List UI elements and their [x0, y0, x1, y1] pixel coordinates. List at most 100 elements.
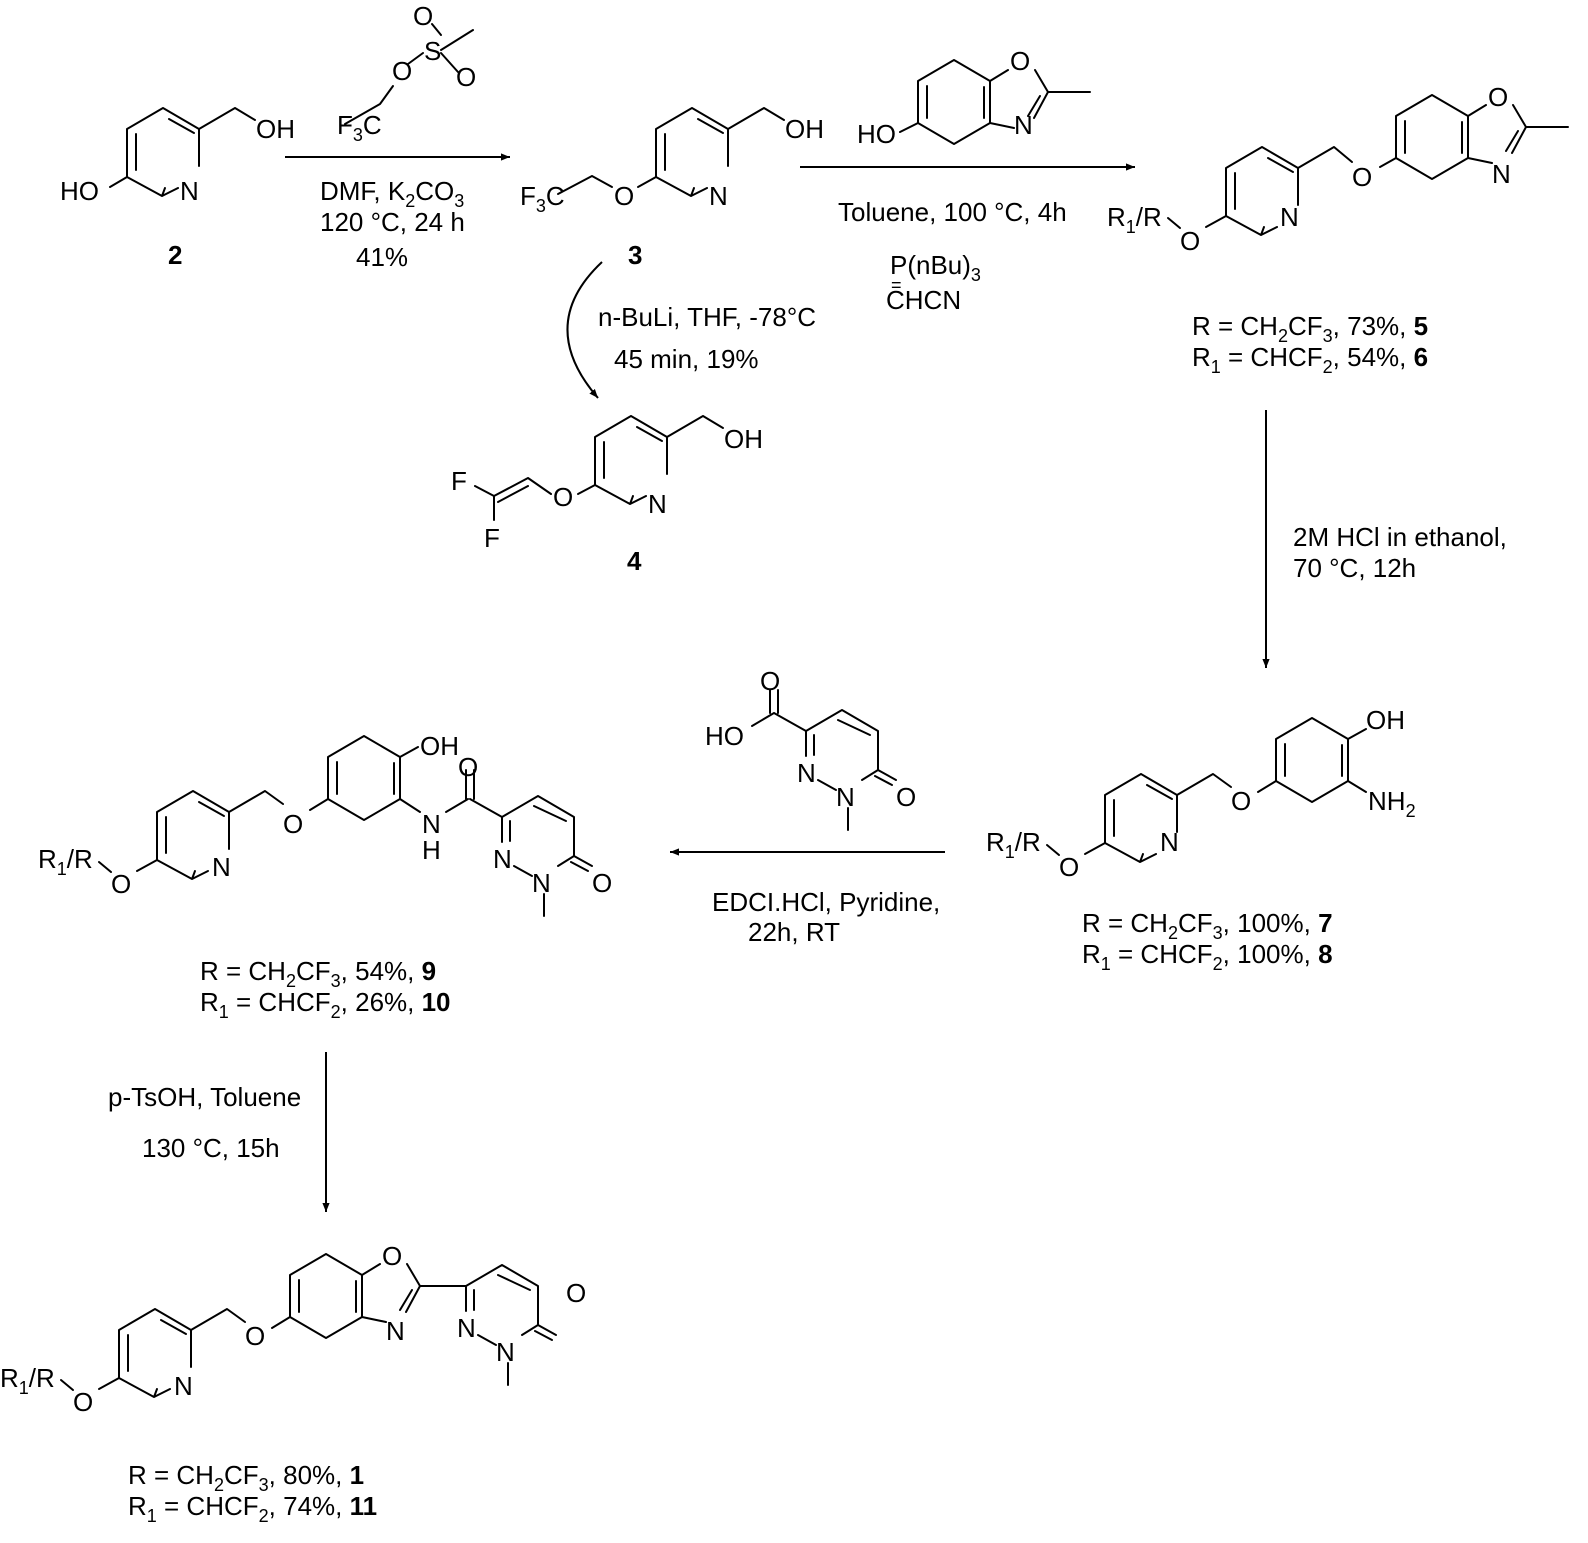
compound-number-2: 2 [168, 240, 182, 270]
compound-2: HO N OH 2 [60, 107, 295, 270]
compound-3: F3C O N OH 3 [520, 107, 824, 270]
step5-conditions: EDCI.HCl, Pyridine, 22h, RT [712, 887, 940, 947]
yield-1: R = CH2CF3, 80%, 1 [128, 1460, 364, 1495]
r-group-label: R1/R [0, 1363, 55, 1398]
yields-1-11: R = CH2CF3, 80%, 1 R1 = CHCF2, 74%, 11 [128, 1460, 377, 1526]
phosphorane-ylide-label: CHCN [886, 285, 961, 315]
linker-oxygen-label: O [1231, 786, 1251, 816]
mesyl-oxo-label-1: O [413, 1, 433, 31]
pyridazinone-oxo-label: O [592, 868, 612, 898]
amide-h-label: H [422, 835, 441, 865]
compound-7-8: R1/R O N O OH NH2 [986, 705, 1416, 882]
compound-9-10: R1/R O N O OH N H O N N O [38, 731, 612, 917]
ether-oxygen-label: O [111, 869, 131, 899]
compound-5-6: R1/R O N O O N [1107, 82, 1569, 256]
step3-curved-arrow [566, 261, 603, 399]
acid-hydroxy-label: HO [705, 721, 744, 751]
step4-line2: 70 °C, 12h [1293, 553, 1416, 583]
yields-9-10: R = CH2CF3, 54%, 9 R1 = CHCF2, 26%, 10 [200, 956, 451, 1022]
pyridazine-n1-label: N [493, 844, 512, 874]
pyridazine-n1-label: N [457, 1313, 476, 1343]
ether-oxygen-label: O [1059, 852, 1079, 882]
phenol-oh-label: OH [1366, 705, 1405, 735]
sulfur-label: S [424, 36, 441, 66]
hydroxymethyl-label: OH [256, 114, 295, 144]
linker-oxygen-label: O [283, 809, 303, 839]
r-group-label: R1/R [38, 844, 93, 879]
ether-oxygen-label: O [614, 181, 634, 211]
trifluoromethyl-label: F3C [337, 110, 382, 145]
pyridine-n-label: N [1160, 827, 1179, 857]
r-group-label: R1/R [1107, 202, 1162, 237]
hydroxymethyl-label: OH [785, 114, 824, 144]
compound-1-11: R1/R O N O O N N N O [0, 1241, 586, 1417]
yield-8: R1 = CHCF2, 100%, 8 [1082, 939, 1333, 974]
pyridazinone-oxo-label: O [566, 1278, 586, 1308]
step4-conditions: 2M HCl in ethanol, 70 °C, 12h [1293, 522, 1507, 583]
step5-line2: 22h, RT [748, 917, 840, 947]
step6-line2: 130 °C, 15h [142, 1133, 280, 1163]
pyridine-n-label: N [212, 852, 231, 882]
amide-n-label: N [422, 809, 441, 839]
step2-line1: Toluene, 100 °C, 4h [838, 197, 1067, 227]
amine-label: NH2 [1368, 786, 1416, 821]
pyridazine-n2-label: N [496, 1337, 515, 1367]
yields-5-6: R = CH2CF3, 73%, 5 R1 = CHCF2, 54%, 6 [1192, 311, 1428, 377]
acid-carbonyl-o-label: O [760, 666, 780, 696]
pyridazine-n1-label: N [797, 758, 816, 788]
step5-line1: EDCI.HCl, Pyridine, [712, 887, 940, 917]
step3-line2: 45 min, 19% [614, 344, 759, 374]
phosphorane-double-bond: = [891, 275, 902, 295]
pyridine-n-label: N [709, 181, 728, 211]
pyridazinone-oxo-label: O [896, 782, 916, 812]
yield-7: R = CH2CF3, 100%, 7 [1082, 908, 1333, 943]
hydroxy-label: HO [60, 176, 99, 206]
step6-line1: p-TsOH, Toluene [108, 1082, 301, 1112]
compound-number-3: 3 [628, 240, 642, 270]
oxazole-oxygen-label: O [1010, 46, 1030, 76]
compound-4: F F O N OH 4 [451, 415, 763, 576]
pyridazine-n2-label: N [532, 868, 551, 898]
r-group-label: R1/R [986, 827, 1041, 862]
yield-10: R1 = CHCF2, 26%, 10 [200, 987, 451, 1022]
compound-number-4: 4 [627, 546, 642, 576]
trifluoromethyl-label: F3C [520, 181, 565, 216]
pyridine-n-label: N [180, 176, 199, 206]
reagent-hydroxybenzoxazole: HO O N [857, 46, 1091, 149]
step2-conditions: Toluene, 100 °C, 4h P(nBu)3 = CHCN [838, 197, 1067, 315]
fluorine-label-1: F [451, 466, 467, 496]
oxazole-nitrogen-label: N [1014, 110, 1033, 140]
step4-line1: 2M HCl in ethanol, [1293, 522, 1507, 552]
oxazole-oxygen-label: O [1488, 82, 1508, 112]
fluorine-label-2: F [484, 523, 500, 553]
yields-7-8: R = CH2CF3, 100%, 7 R1 = CHCF2, 100%, 8 [1082, 908, 1333, 974]
step1-conditions: DMF, K2CO3 120 °C, 24 h 41% [320, 176, 465, 272]
amide-oxo-label: O [458, 752, 478, 782]
ether-oxygen-label: O [553, 482, 573, 512]
linker-oxygen-label: O [1352, 162, 1372, 192]
hydroxy-label: HO [857, 119, 896, 149]
yield-5: R = CH2CF3, 73%, 5 [1192, 311, 1428, 346]
step3-conditions: n-BuLi, THF, -78°C 45 min, 19% [598, 302, 816, 374]
oxazole-oxygen-label: O [382, 1241, 402, 1271]
step1-line2: 120 °C, 24 h [320, 207, 465, 237]
ester-oxygen-label: O [392, 56, 412, 86]
step6-conditions: p-TsOH, Toluene 130 °C, 15h [108, 1082, 301, 1163]
phenol-oh-label: OH [420, 731, 459, 761]
step1-line1: DMF, K2CO3 [320, 176, 464, 211]
ether-oxygen-label: O [1180, 226, 1200, 256]
oxazole-nitrogen-label: N [1492, 159, 1511, 189]
pyridine-n-label: N [1280, 202, 1299, 232]
step1-line3: 41% [356, 242, 408, 272]
linker-oxygen-label: O [245, 1321, 265, 1351]
step3-line1: n-BuLi, THF, -78°C [598, 302, 816, 332]
yield-9: R = CH2CF3, 54%, 9 [200, 956, 436, 991]
mesyl-oxo-label-2: O [456, 62, 476, 92]
pyridazine-n2-label: N [836, 782, 855, 812]
yield-11: R1 = CHCF2, 74%, 11 [128, 1491, 377, 1526]
reagent-trifluoroethyl-mesylate: O S O O F3C [337, 1, 476, 145]
pyridine-n-label: N [648, 489, 667, 519]
ether-oxygen-label: O [73, 1387, 93, 1417]
oxazole-nitrogen-label: N [386, 1316, 405, 1346]
